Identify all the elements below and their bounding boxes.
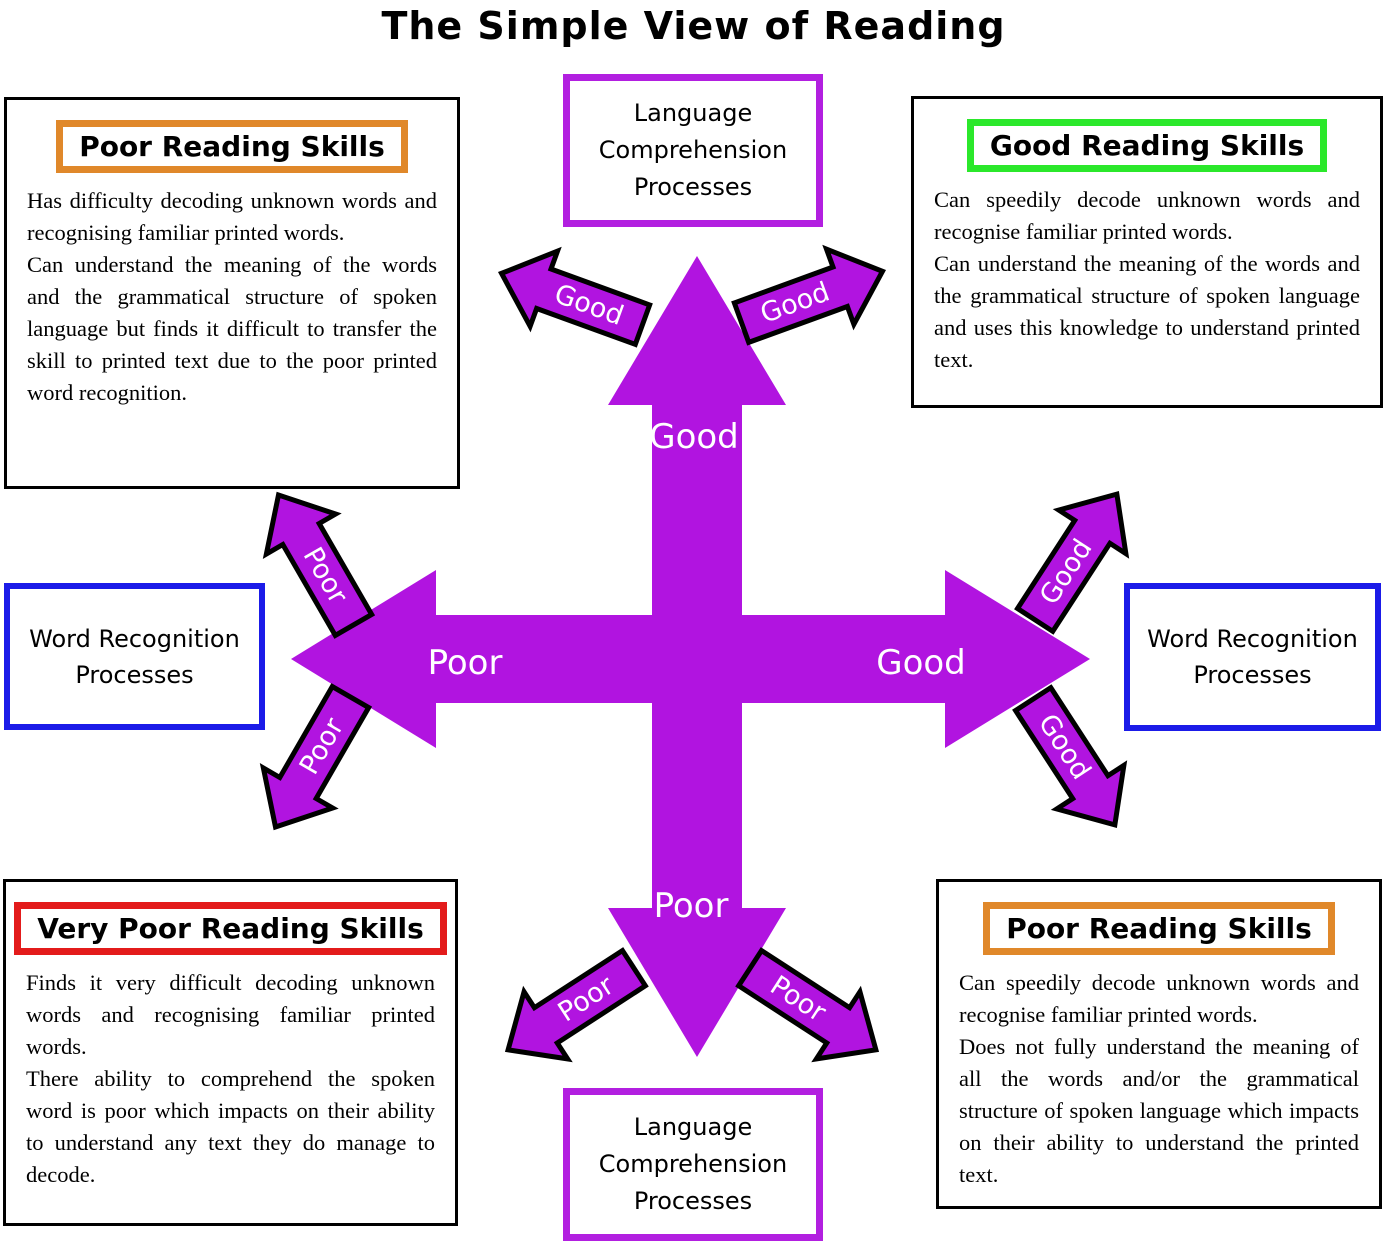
- word-recognition-label-left: Word Recognition Processes: [29, 624, 240, 689]
- small-arrow-top-right-good: Good: [731, 244, 887, 346]
- small-arrow-left-upper-poor: Poor: [262, 491, 376, 639]
- language-comprehension-label-bottom: Language Comprehension Processes: [598, 1112, 788, 1216]
- small-arrow-bottom-left-poor: Poor: [504, 947, 649, 1063]
- good-reading-skills-header: Good Reading Skills: [966, 119, 1328, 172]
- poor-reading-skills-text-2: Can understand the meaning of the words …: [27, 251, 437, 405]
- poor-reading-skills-text-1: Has difficulty decoding unknown words an…: [27, 188, 437, 245]
- very-poor-reading-skills-header: Very Poor Reading Skills: [14, 902, 447, 955]
- page-title: The Simple View of Reading: [381, 4, 1006, 48]
- word-recognition-box-left: Word Recognition Processes: [4, 583, 265, 730]
- poor-reading-skills-box-bottom-right: Poor Reading Skills Can speedily decode …: [936, 879, 1382, 1209]
- word-recognition-label-right: Word Recognition Processes: [1147, 625, 1358, 689]
- good-reading-skills-box: Good Reading Skills Can speedily decode …: [911, 96, 1383, 408]
- poor-reading-skills-2-text-2: Does not fully understand the meaning of…: [959, 1033, 1359, 1187]
- good-reading-skills-text-2: Can understand the meaning of the words …: [934, 250, 1360, 372]
- very-poor-reading-skills-text-2: There ability to comprehend the spoken w…: [26, 1065, 435, 1187]
- horizontal-right-label: Good: [876, 643, 966, 683]
- poor-reading-skills-box-top-left: Poor Reading Skills Has difficulty decod…: [4, 97, 460, 489]
- language-comprehension-label-top: Language Comprehension Processes: [598, 98, 788, 202]
- very-poor-reading-skills-box: Very Poor Reading Skills Finds it very d…: [3, 879, 458, 1226]
- vertical-down-label: Poor: [654, 886, 729, 926]
- word-recognition-box-right: Word Recognition Processes: [1124, 583, 1381, 731]
- vertical-up-label: Good: [649, 417, 739, 457]
- horizontal-double-arrow: [291, 570, 1090, 748]
- poor-reading-skills-header: Poor Reading Skills: [56, 120, 408, 173]
- language-comprehension-box-bottom: Language Comprehension Processes: [563, 1088, 823, 1241]
- small-arrow-top-left-good: Good: [497, 246, 653, 348]
- good-reading-skills-text-1: Can speedily decode unknown words and re…: [934, 187, 1360, 244]
- horizontal-left-label: Poor: [428, 643, 503, 683]
- poor-reading-skills-header-2: Poor Reading Skills: [983, 902, 1335, 955]
- very-poor-reading-skills-text-1: Finds it very difficult decoding unknown…: [26, 970, 435, 1059]
- language-comprehension-box-top: Language Comprehension Processes: [563, 74, 823, 227]
- poor-reading-skills-2-text-1: Can speedily decode unknown words and re…: [959, 970, 1359, 1027]
